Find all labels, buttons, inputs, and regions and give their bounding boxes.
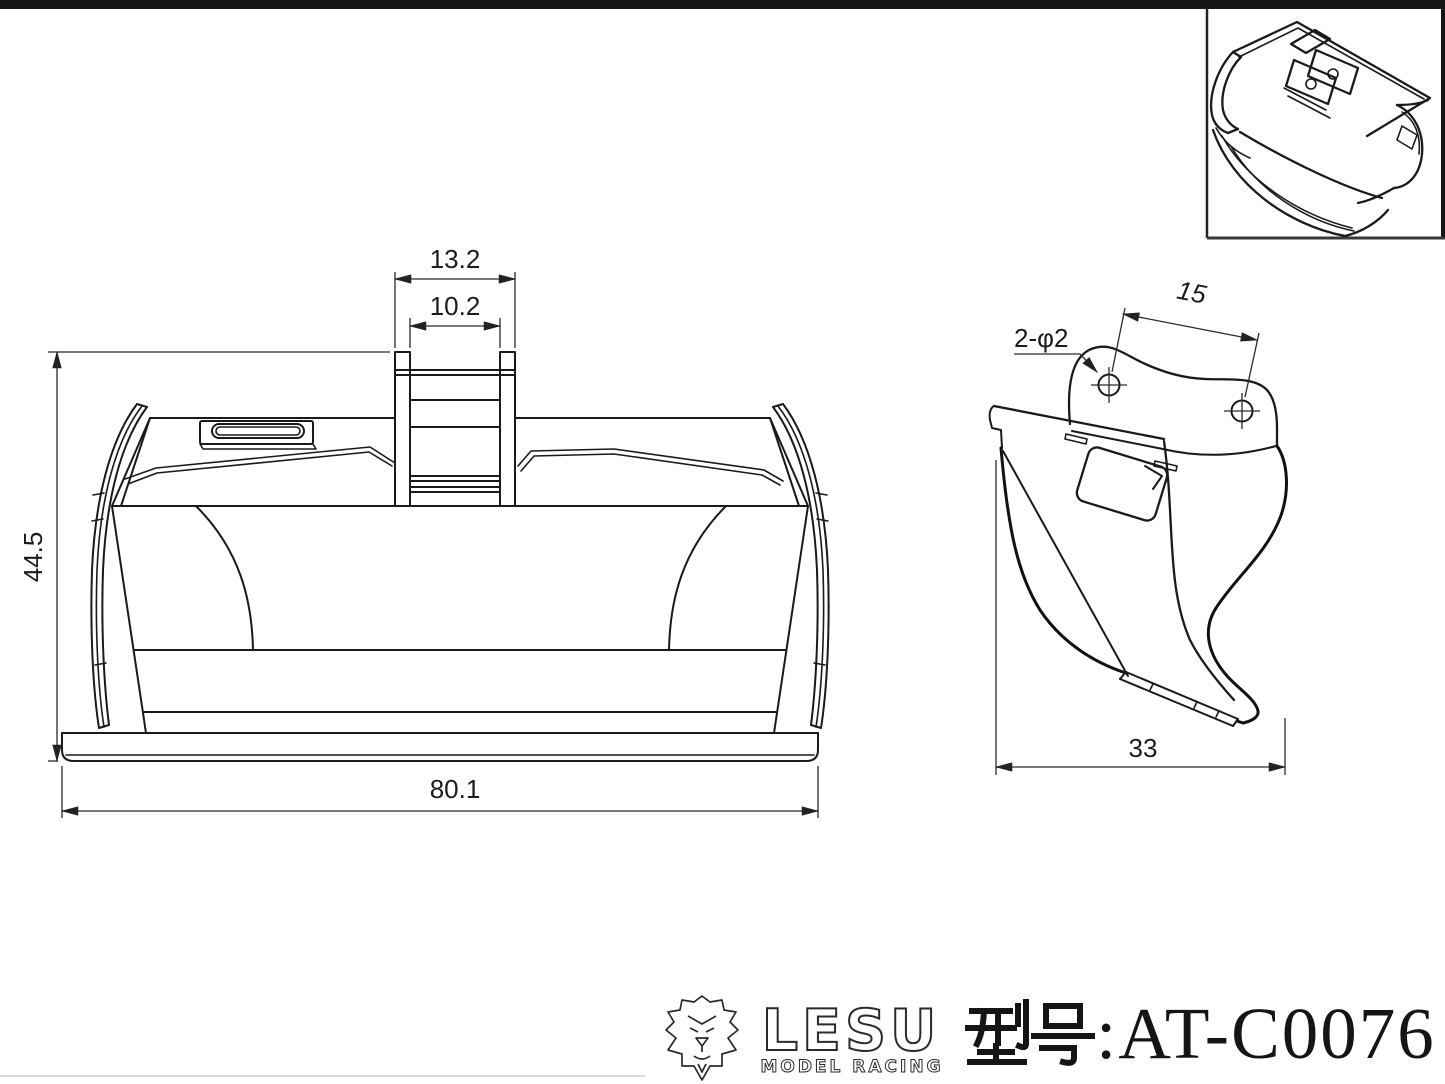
lesu-lion-logo-icon [665, 995, 739, 1081]
dim-bracket-outer-width: 13.2 [430, 244, 481, 274]
model-code: :AT-C0076 [1096, 993, 1436, 1074]
side-view-dimensions: 15 2-φ2 33 [994, 275, 1287, 775]
dim-overall-depth: 33 [1129, 733, 1158, 763]
footer: LESU MODEL RACING :AT-C007 [665, 993, 1436, 1081]
dim-overall-height: 44.5 [18, 532, 48, 583]
dim-bracket-inner-width: 10.2 [430, 291, 481, 321]
isometric-view [1210, 20, 1432, 238]
dim-hole-callout: 2-φ2 [1014, 323, 1068, 353]
brand-wordmark: LESU [762, 998, 941, 1064]
brand-subtitle: MODEL RACING [760, 1057, 943, 1077]
model-label-cjk [965, 999, 1095, 1066]
dim-overall-width: 80.1 [430, 774, 481, 804]
right-border-bar [1441, 9, 1445, 239]
dim-hole-spacing: 15 [1175, 275, 1210, 310]
side-view [988, 345, 1288, 727]
front-view-dimensions: 13.2 10.2 44.5 80.1 [18, 244, 820, 818]
top-border-bar [0, 0, 1445, 9]
front-view [61, 351, 830, 762]
